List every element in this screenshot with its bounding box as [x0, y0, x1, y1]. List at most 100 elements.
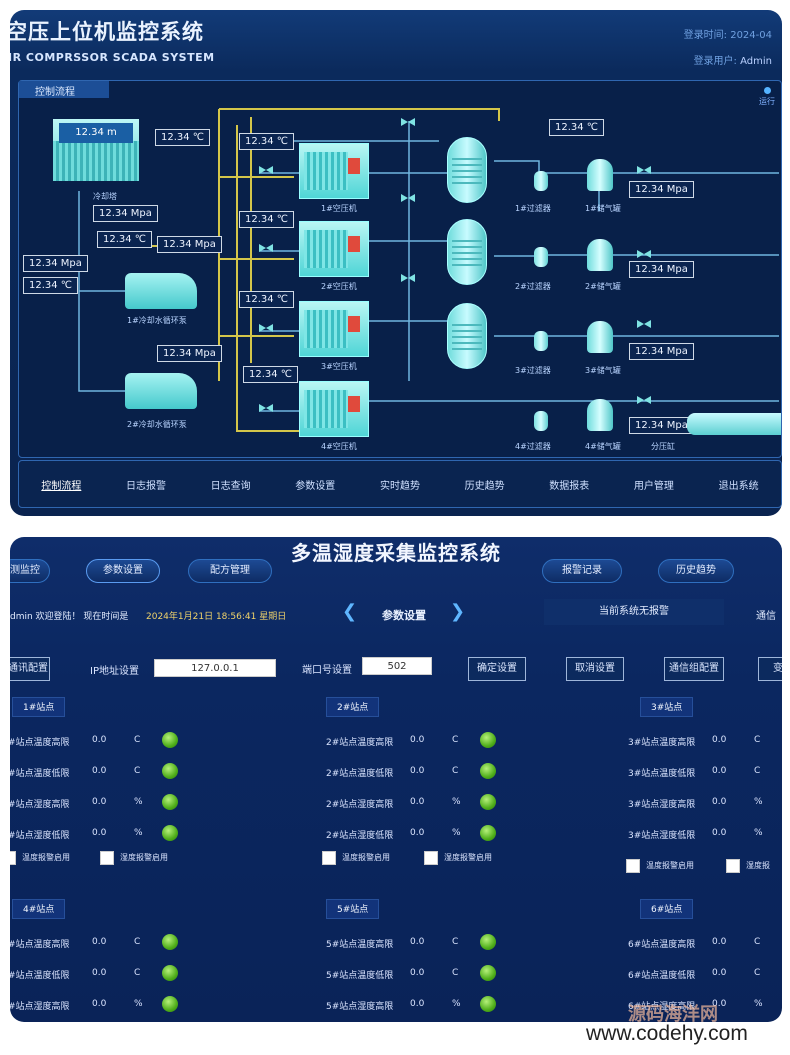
- valve-4[interactable]: [259, 401, 273, 413]
- confirm-button[interactable]: 确定设置: [468, 657, 526, 681]
- dryer-tank-1[interactable]: [447, 137, 487, 203]
- gas-tank-4[interactable]: [587, 399, 613, 431]
- gas4-press-value: 12.34 Mpa: [629, 417, 694, 434]
- gas-tank-1[interactable]: [587, 159, 613, 191]
- pump-1[interactable]: [125, 273, 197, 309]
- thm-title: 多温湿度采集监控系统: [291, 541, 501, 565]
- control-flow-panel: 控制流程 运行: [18, 80, 782, 458]
- ip-input[interactable]: 127.0.0.1: [154, 659, 276, 677]
- param-value[interactable]: 0.0: [712, 735, 727, 745]
- humidity-alarm-checkbox[interactable]: 湿度报: [726, 859, 770, 873]
- param-value[interactable]: 0.0: [410, 735, 425, 745]
- compressor-1[interactable]: [299, 143, 369, 199]
- param-value[interactable]: 0.0: [410, 999, 425, 1009]
- dryer-tank-2[interactable]: [447, 219, 487, 285]
- filter-4[interactable]: [534, 411, 548, 431]
- param-label: #站点湿度高限: [10, 1002, 70, 1012]
- param-value[interactable]: 0.0: [712, 968, 727, 978]
- filter-1[interactable]: [534, 171, 548, 191]
- compressor-4[interactable]: [299, 381, 369, 437]
- tab-recipe[interactable]: 配方管理: [188, 559, 272, 583]
- menu-control-flow[interactable]: 控制流程: [41, 480, 82, 492]
- param-label: 2#站点湿度高限: [326, 800, 394, 810]
- dryer-tank-3[interactable]: [447, 303, 487, 369]
- temp-alarm-checkbox[interactable]: 温度报警启用: [322, 851, 390, 865]
- param-value[interactable]: 0.0: [92, 999, 107, 1009]
- humidity-alarm-checkbox[interactable]: 湿度报警启用: [100, 851, 168, 865]
- cancel-button[interactable]: 取消设置: [566, 657, 624, 681]
- param-value[interactable]: 0.0: [712, 828, 727, 838]
- tab-history-trend[interactable]: 历史趋势: [658, 559, 734, 583]
- menu-params[interactable]: 参数设置: [295, 480, 336, 492]
- temp-alarm-checkbox[interactable]: 温度报警启用: [626, 859, 694, 873]
- param-label: 2#站点湿度低限: [326, 831, 394, 841]
- param-value[interactable]: 0.0: [92, 828, 107, 838]
- valve-g4[interactable]: [637, 393, 651, 405]
- param-value[interactable]: 0.0: [410, 968, 425, 978]
- valve-g3[interactable]: [637, 317, 651, 329]
- menu-exit[interactable]: 退出系统: [718, 480, 759, 492]
- param-value[interactable]: 0.0: [712, 999, 727, 1009]
- param-value[interactable]: 0.0: [410, 766, 425, 776]
- valve-g2[interactable]: [637, 247, 651, 259]
- param-value[interactable]: 0.0: [92, 766, 107, 776]
- menu-log-query[interactable]: 日志查询: [210, 480, 251, 492]
- menu-realtime-trend[interactable]: 实时趋势: [379, 480, 420, 492]
- param-value[interactable]: 0.0: [92, 968, 107, 978]
- cooling-tower[interactable]: 12.34 m: [53, 119, 139, 181]
- comp1-alarm-light: [348, 158, 360, 174]
- tab-params[interactable]: 参数设置: [86, 559, 160, 583]
- pump2-press-value: 12.34 Mpa: [157, 345, 222, 362]
- comm-config-button[interactable]: 通讯配置: [10, 657, 50, 681]
- valve-g1[interactable]: [637, 163, 651, 175]
- param-unit: C: [452, 766, 459, 776]
- next-page-icon[interactable]: ❯: [450, 601, 466, 622]
- param-value[interactable]: 0.0: [712, 797, 727, 807]
- param-label: 5#站点湿度高限: [326, 1002, 394, 1012]
- tab-alarm-record[interactable]: 报警记录: [542, 559, 622, 583]
- comp2-label: 2#空压机: [321, 282, 357, 291]
- port-input[interactable]: 502: [362, 657, 432, 675]
- menu-data-report[interactable]: 数据报表: [549, 480, 590, 492]
- valve-1[interactable]: [259, 163, 273, 175]
- gas-tank-2[interactable]: [587, 239, 613, 271]
- extra-button[interactable]: 变: [758, 657, 782, 681]
- param-value[interactable]: 0.0: [92, 735, 107, 745]
- param-value[interactable]: 0.0: [92, 937, 107, 947]
- tab-monitor[interactable]: 测监控: [10, 559, 50, 583]
- valve-mid2[interactable]: [401, 271, 415, 283]
- pump-2[interactable]: [125, 373, 197, 409]
- param-value[interactable]: 0.0: [410, 937, 425, 947]
- compressor-3[interactable]: [299, 301, 369, 357]
- prev-page-icon[interactable]: ❮: [342, 601, 358, 622]
- comm-group-button[interactable]: 通信组配置: [664, 657, 724, 681]
- menu-user-mgmt[interactable]: 用户管理: [633, 480, 674, 492]
- manifold[interactable]: [687, 413, 781, 435]
- gas-tank-3[interactable]: [587, 321, 613, 353]
- filter-2[interactable]: [534, 247, 548, 267]
- menu-log-alarm[interactable]: 日志报警: [125, 480, 166, 492]
- datetime-text: 2024年1月21日 18:56:41 星期日: [146, 612, 287, 622]
- param-value[interactable]: 0.0: [92, 797, 107, 807]
- filter-3[interactable]: [534, 331, 548, 351]
- param-unit: C: [754, 937, 761, 947]
- scada-title: 空压上位机监控系统: [10, 20, 204, 44]
- temp-alarm-checkbox[interactable]: 温度报警启用: [10, 851, 70, 865]
- param-value[interactable]: 0.0: [410, 797, 425, 807]
- param-value[interactable]: 0.0: [410, 828, 425, 838]
- valve-mid1[interactable]: [401, 191, 415, 203]
- param-value[interactable]: 0.0: [712, 766, 727, 776]
- humidity-alarm-checkbox[interactable]: 湿度报警启用: [424, 851, 492, 865]
- compressor-2[interactable]: [299, 221, 369, 277]
- valve-3[interactable]: [259, 321, 273, 333]
- param-value[interactable]: 0.0: [712, 937, 727, 947]
- valve-2[interactable]: [259, 241, 273, 253]
- menu-history-trend[interactable]: 历史趋势: [464, 480, 505, 492]
- valve-top[interactable]: [401, 115, 415, 127]
